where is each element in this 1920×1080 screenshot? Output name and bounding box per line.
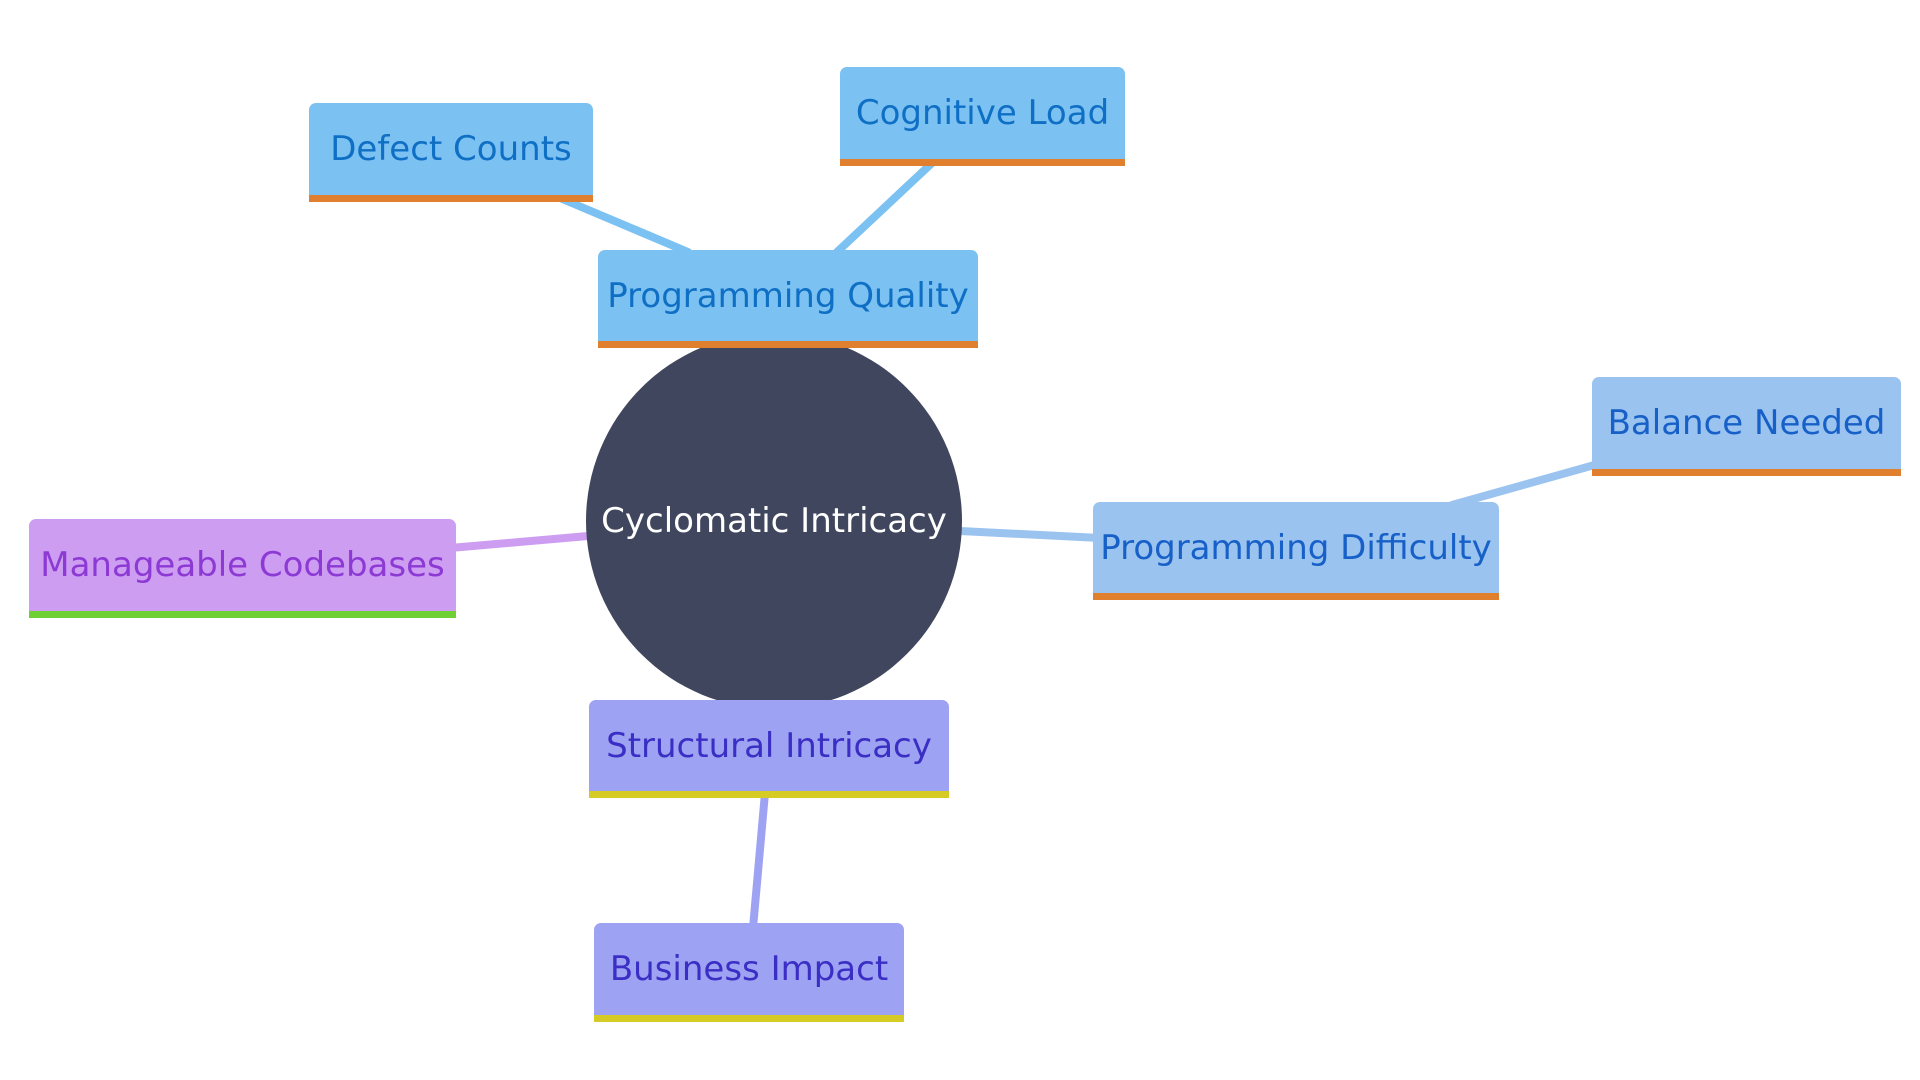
node-structural-intricacy-label: Structural Intricacy xyxy=(606,725,932,766)
node-programming-difficulty: Programming Difficulty xyxy=(1093,502,1499,600)
node-balance-needed-label: Balance Needed xyxy=(1607,403,1886,443)
center-node-cyclomatic-intricacy: Cyclomatic Intricacy xyxy=(586,333,962,709)
node-structural-intricacy: Structural Intricacy xyxy=(589,700,949,798)
node-defect-counts: Defect Counts xyxy=(309,103,593,202)
edge-quality-defect xyxy=(556,194,692,256)
node-manageable-codebases: Manageable Codebases xyxy=(29,519,456,618)
edge-difficulty-balance xyxy=(1448,460,1602,509)
node-manageable-codebases-label: Manageable Codebases xyxy=(40,545,445,585)
edge-center-difficulty xyxy=(956,527,1104,542)
node-cognitive-load-label: Cognitive Load xyxy=(855,93,1110,133)
node-programming-quality: Programming Quality xyxy=(598,250,978,348)
edge-quality-cognitive xyxy=(833,159,936,256)
node-defect-counts-label: Defect Counts xyxy=(330,129,572,169)
edge-structural-business xyxy=(749,789,769,932)
node-programming-quality-label: Programming Quality xyxy=(607,275,969,316)
node-business-impact: Business Impact xyxy=(594,923,904,1022)
node-programming-difficulty-label: Programming Difficulty xyxy=(1100,527,1492,568)
node-balance-needed: Balance Needed xyxy=(1592,377,1901,476)
node-cognitive-load: Cognitive Load xyxy=(840,67,1125,166)
edge-center-manageable xyxy=(446,532,592,552)
center-node-label: Cyclomatic Intricacy xyxy=(601,501,947,541)
node-business-impact-label: Business Impact xyxy=(609,949,889,989)
